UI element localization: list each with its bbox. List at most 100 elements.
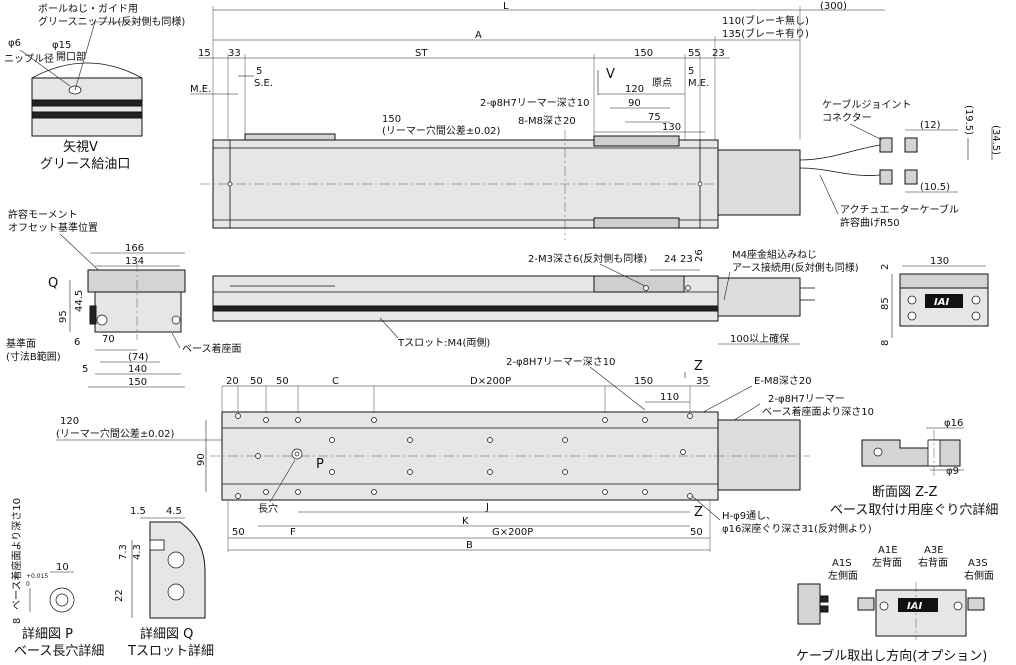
reamer10b-label: 2-φ8H7リーマー深さ10 — [506, 356, 616, 368]
grease-note-2: グリースニップル(反対側も同様) — [38, 15, 185, 28]
zz-subtitle: ベース取付け用座ぐり穴詳細 — [830, 502, 998, 518]
dim-120a: 120 — [625, 84, 644, 95]
dim-90b: 90 — [196, 453, 207, 466]
a3e-label: A3E — [924, 545, 944, 556]
dim-5a: 5 — [256, 66, 262, 77]
iai-logo-small — [898, 598, 938, 612]
section-z-top: Z — [694, 359, 703, 374]
reamer10a-label: 2-φ8H7リーマー深さ10 — [480, 97, 590, 109]
dim-130a: 130 — [662, 122, 681, 133]
dim-90a: 90 — [628, 98, 641, 109]
opening-label: 開口部 — [56, 50, 86, 63]
dim-A: A — [475, 30, 482, 41]
depth10-note: ベース着座面より深さ10 — [10, 498, 23, 610]
dim-5c: 5 — [82, 364, 88, 375]
dim-166: 166 — [125, 243, 144, 254]
brake-none-label: 110(ブレーキ無し) — [722, 14, 809, 27]
dim-22: 22 — [114, 589, 125, 602]
dim-134: 134 — [125, 256, 144, 267]
section-z-bottom: Z — [694, 505, 703, 520]
cable-joint-2: コネクター — [822, 112, 872, 124]
dim-J: J — [485, 502, 489, 513]
moment-1: 許容モーメント — [8, 208, 78, 221]
dim-50a: 50 — [250, 376, 263, 387]
dim-ST: ST — [415, 48, 428, 59]
dim-19-5: (19.5) — [963, 105, 974, 135]
dim-50b: 50 — [276, 376, 289, 387]
bottom-view: 20 50 50 C D×200P 150 35 2-φ8H7リーマー深さ10 … — [56, 356, 874, 552]
nipple-dia-label: ニップル径 — [4, 52, 54, 65]
dim-150a: 150 — [634, 48, 653, 59]
dim-70: 70 — [102, 334, 115, 345]
se-label: S.E. — [254, 78, 273, 89]
section-zz: φ16 φ9 断面図 Z-Z ベース取付け用座ぐり穴詳細 — [830, 418, 998, 518]
dim-Dx200P: D×200P — [470, 376, 511, 387]
mount-holes — [235, 413, 693, 499]
cable-joint-1: ケーブルジョイント — [822, 98, 911, 111]
dim-150d: 150 — [634, 376, 653, 387]
dim-50c: 50 — [232, 527, 245, 538]
grease-note-1: ボールねじ・ガイド用 — [38, 3, 138, 15]
long-hole-label: 長穴 — [258, 502, 278, 515]
m4-note-2: アース接続用(反対側も同様) — [732, 261, 859, 274]
dim-B: B — [466, 540, 473, 551]
dim-12: (12) — [920, 120, 941, 131]
iai-logo — [925, 294, 963, 308]
reamer-base-2: ベース着座面より深さ10 — [762, 405, 874, 418]
dim-4-5: 4.5 — [166, 506, 182, 517]
view-v-detail: ボールねじ・ガイド用 グリースニップル(反対側も同様) φ6 φ15 開口部 ニ… — [4, 3, 185, 172]
tslot-label: Tスロット:M4(両側) — [397, 336, 490, 349]
dim-74: (74) — [128, 352, 149, 363]
dim-85: 85 — [880, 297, 891, 310]
dim-33: 33 — [228, 48, 241, 59]
detail-p-subtitle: ベース長穴詳細 — [14, 643, 104, 659]
brake-with-label: 135(ブレーキ有り) — [722, 27, 809, 40]
dim-K: K — [462, 516, 469, 527]
a1e-label: A1E — [878, 545, 898, 556]
secure-label: 100以上確保 — [730, 332, 789, 345]
dim-Gx200P: G×200P — [492, 527, 533, 538]
phi16-label: φ16 — [944, 418, 963, 429]
detail-q-subtitle: Tスロット詳細 — [127, 643, 214, 659]
reamer-base-1: 2-φ8H7リーマー — [768, 394, 845, 405]
cable-connector-icon — [879, 137, 893, 153]
dim-95: 95 — [58, 310, 69, 323]
a1e-pos: 左背面 — [872, 556, 902, 569]
dim-130b: 130 — [930, 256, 949, 267]
dim-140: 140 — [128, 364, 147, 375]
dim-50d: 50 — [690, 527, 703, 538]
phi15-label: φ15 — [52, 40, 71, 51]
dim-24: 24 — [664, 254, 677, 265]
dim-75: 75 — [648, 112, 661, 123]
right-end-view: 130 IAI 2 85 8 — [880, 256, 989, 346]
origin-label: 原点 — [652, 77, 672, 89]
act-cable-2: 許容曲げR50 — [840, 216, 900, 229]
me-left-label: M.E. — [190, 84, 211, 95]
a3s-label: A3S — [968, 558, 988, 569]
me-right-label: M.E. — [688, 78, 709, 89]
detail-q: 1.5 4.5 7.3 4.3 22 詳細図 Q Tスロット詳細 — [114, 506, 214, 659]
ref-face-2: (寸法B範囲) — [6, 350, 61, 363]
view-v-marker: V — [606, 67, 615, 82]
a3s-pos: 右側面 — [964, 569, 994, 582]
side-view: 2-M3深さ6(反対側も同様) 24 23 26 M4座金組込みねじ アース接続… — [212, 248, 859, 349]
dim-120b: 120 — [60, 416, 79, 427]
dim-F: F — [290, 527, 296, 538]
cable-exit-title: ケーブル取出し方向(オプション) — [796, 648, 987, 664]
view-v-subtitle: グリース給油口 — [40, 157, 130, 172]
moment-2: オフセット基準位置 — [8, 221, 98, 234]
detail-p-title: 詳細図 P — [22, 626, 73, 642]
m8-depth-label: 8-M8深さ20 — [518, 115, 576, 127]
zz-title: 断面図 Z-Z — [872, 485, 938, 500]
dim-2: 2 — [880, 264, 891, 270]
detail-p: ベース着座面より深さ10 8 +0.015 0 10 詳細図 P ベース長穴詳細 — [10, 498, 104, 659]
dim-C: C — [332, 376, 339, 387]
reamer-tol-a: (リーマー穴間公差±0.02) — [382, 124, 501, 137]
tol-zero: 0 — [26, 581, 30, 588]
dim-55: 55 — [688, 48, 701, 59]
dim-20: 20 — [226, 376, 239, 387]
a3e-pos: 右背面 — [918, 556, 948, 569]
dim-44-5: 44.5 — [74, 290, 85, 312]
dim-6: 6 — [74, 337, 80, 348]
